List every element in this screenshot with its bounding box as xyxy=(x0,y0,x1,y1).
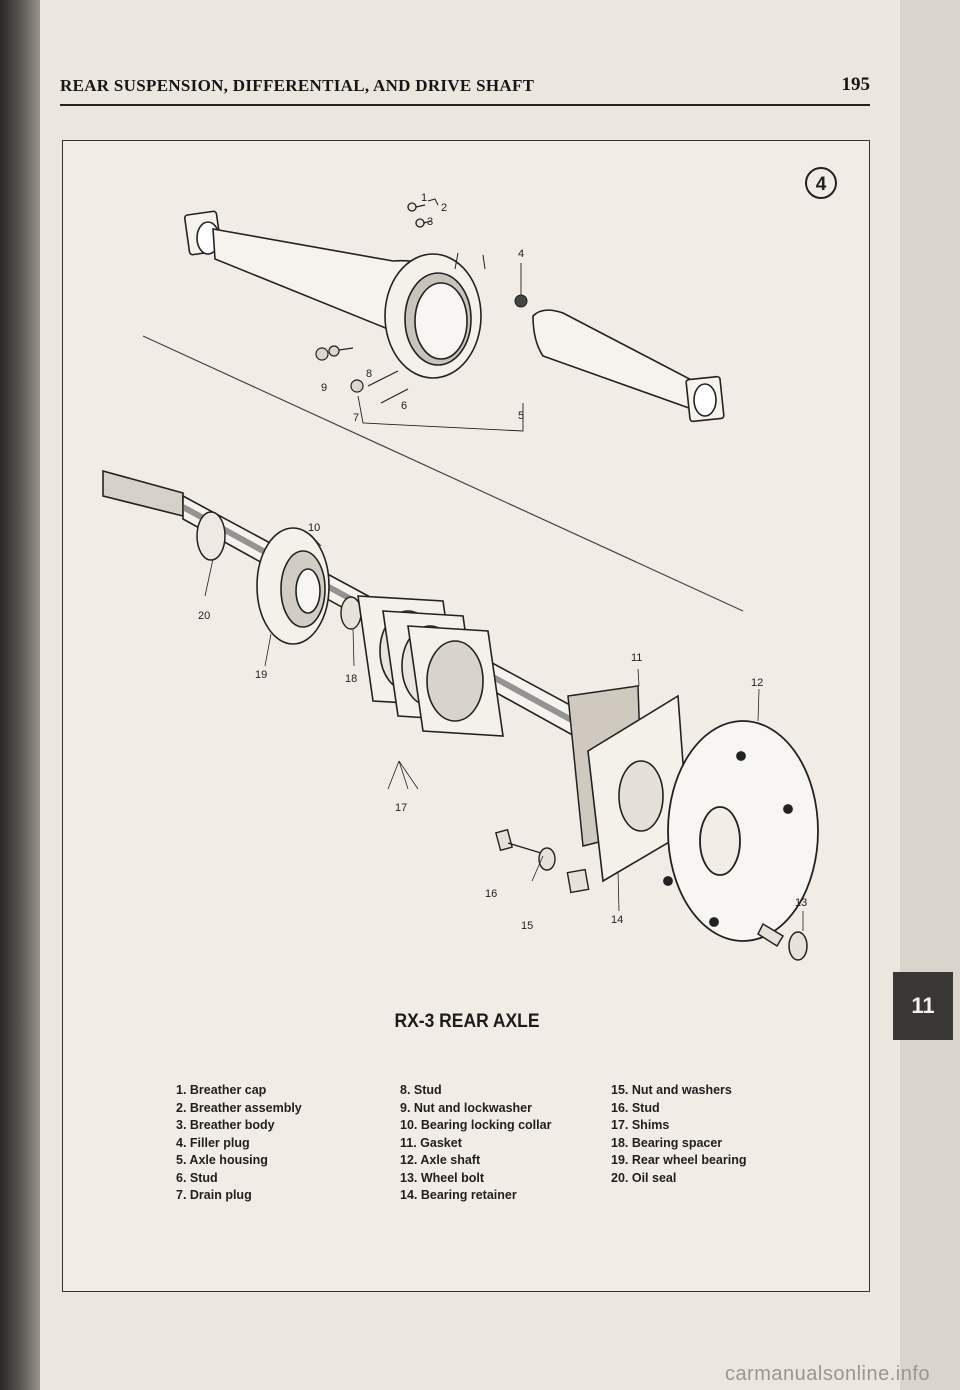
legend-item: 9. Nut and lockwasher xyxy=(400,1100,532,1115)
callout-10: 10 xyxy=(308,522,320,534)
legend-item: 17. Shims xyxy=(611,1118,670,1132)
legend-item: 7. Drain plug xyxy=(176,1188,252,1202)
axle-housing xyxy=(183,210,725,423)
legend-item: 3. Breather body xyxy=(176,1118,275,1132)
axle-shaft-flange xyxy=(663,720,819,942)
legend-item: 19. Rear wheel bearing xyxy=(611,1153,747,1167)
callout-3: 3 xyxy=(427,216,433,228)
callout-20: 20 xyxy=(198,610,210,622)
bearing-retainer xyxy=(587,694,689,883)
drain-plug-and-studs xyxy=(315,345,409,404)
callout-13: 13 xyxy=(795,897,807,909)
stud-and-nuts xyxy=(495,828,590,894)
legend-item: 11. Gasket xyxy=(400,1135,462,1150)
legend-item: 16. Stud xyxy=(611,1100,660,1115)
chapter-tab: 11 xyxy=(893,972,953,1040)
breather-assembly xyxy=(407,202,432,228)
callout-14: 14 xyxy=(611,914,623,926)
callout-16: 16 xyxy=(485,888,497,900)
legend-item: 14. Bearing retainer xyxy=(400,1188,517,1202)
legend-item: 13. Wheel bolt xyxy=(400,1170,485,1185)
callout-leaders xyxy=(204,534,804,931)
legend-item: 12. Axle shaft xyxy=(400,1153,481,1167)
separator-line xyxy=(142,335,744,612)
callout-9: 9 xyxy=(321,382,327,394)
svg-text:4: 4 xyxy=(816,174,827,195)
oil-seal xyxy=(196,511,226,561)
bearing-spacer xyxy=(340,596,362,630)
callout-2: 2 xyxy=(441,202,447,214)
rear-wheel-bearing xyxy=(256,527,330,645)
parts-legend-column-1: 1. Breather cap 2. Breather assembly 3. … xyxy=(176,1083,302,1206)
callout-19: 19 xyxy=(255,669,267,681)
figure-number-badge: 4 xyxy=(805,167,837,199)
legend-item: 6. Stud xyxy=(176,1170,218,1185)
legend-item: 20. Oil seal xyxy=(611,1170,677,1185)
callout-17: 17 xyxy=(395,802,407,814)
callout-6: 6 xyxy=(401,400,407,412)
callout-8: 8 xyxy=(366,368,372,380)
page-title: REAR SUSPENSION, DIFFERENTIAL, AND DRIVE… xyxy=(60,76,535,95)
page-number: 195 xyxy=(841,74,871,95)
legend-item: 15. Nut and washers xyxy=(611,1083,732,1097)
callout-4: 4 xyxy=(518,248,524,260)
legend-item: 18. Bearing spacer xyxy=(611,1135,723,1150)
rear-axle-diagram: 4 xyxy=(102,167,837,961)
legend-item: 2. Breather assembly xyxy=(176,1100,302,1115)
legend-item: 10. Bearing locking collar xyxy=(400,1118,552,1132)
callout-1: 1 xyxy=(421,192,427,204)
wheel-bolt xyxy=(757,922,808,961)
legend-item: 8. Stud xyxy=(400,1083,442,1097)
callout-18: 18 xyxy=(345,673,357,685)
filler-plug xyxy=(514,263,528,308)
legend-item: 4. Filler plug xyxy=(176,1135,250,1150)
watermark: carmanualsonline.info xyxy=(724,1363,930,1385)
callout-12: 12 xyxy=(751,677,763,689)
shims xyxy=(357,595,504,737)
figure-caption-title: RX-3 REAR AXLE xyxy=(394,1011,540,1032)
callout-15: 15 xyxy=(521,920,533,932)
legend-item: 5. Axle housing xyxy=(176,1153,268,1167)
callout-7: 7 xyxy=(353,412,359,424)
legend-item: 1. Breather cap xyxy=(176,1083,267,1097)
callout-5: 5 xyxy=(518,410,524,422)
callout-11: 11 xyxy=(631,652,642,664)
page-header: REAR SUSPENSION, DIFFERENTIAL, AND DRIVE… xyxy=(60,74,870,106)
figure-panel: 4 xyxy=(62,140,870,1292)
parts-legend-column-2: 8. Stud 9. Nut and lockwasher 10. Bearin… xyxy=(400,1083,551,1206)
parts-legend-column-3: 15. Nut and washers 16. Stud 17. Shims 1… xyxy=(611,1083,746,1188)
